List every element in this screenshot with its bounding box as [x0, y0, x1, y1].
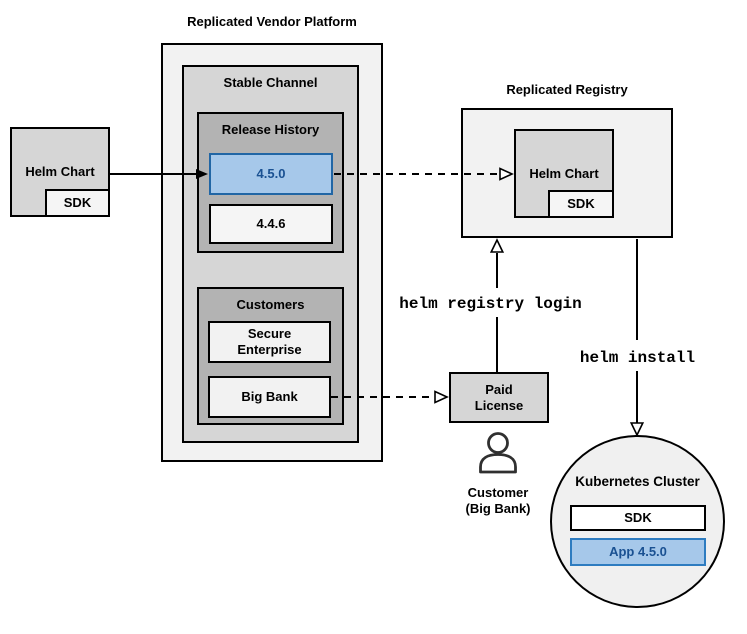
- cluster-sdk-label: SDK: [624, 510, 652, 525]
- person-icon: [479, 432, 517, 474]
- release-4-4-6-label: 4.4.6: [256, 216, 286, 231]
- registry-sdk-badge: SDK: [548, 190, 614, 218]
- customer-caption-line2: (Big Bank): [465, 501, 531, 516]
- customer-secure-enterprise-label: Secure Enterprise: [237, 326, 302, 357]
- helm-chart-label: Helm Chart: [25, 164, 95, 179]
- registry-helm-chart-label: Helm Chart: [529, 165, 599, 181]
- release-4-4-6-box: 4.4.6: [209, 204, 333, 244]
- cluster-title: Kubernetes Cluster: [575, 474, 700, 489]
- stable-channel-label: Stable Channel: [223, 75, 318, 90]
- customer-secure-enterprise-box: Secure Enterprise: [208, 321, 331, 363]
- customer-caption: Customer (Big Bank): [446, 485, 550, 517]
- vendor-platform-title: Replicated Vendor Platform: [187, 14, 357, 29]
- customer-big-bank-box: Big Bank: [208, 376, 331, 418]
- registry-sdk-label: SDK: [567, 196, 595, 211]
- release-4-5-0-box: 4.5.0: [209, 153, 333, 195]
- sdk-badge: SDK: [45, 189, 110, 217]
- helm-registry-login-label: helm registry login: [399, 295, 582, 313]
- paid-license-label: Paid License: [474, 381, 524, 413]
- sdk-badge-label: SDK: [63, 195, 92, 210]
- cluster-app-label: App 4.5.0: [609, 544, 667, 559]
- arrow-registry-to-cluster: [629, 239, 645, 437]
- cluster-sdk-box: SDK: [570, 505, 706, 531]
- release-4-5-0-label: 4.5.0: [256, 166, 286, 181]
- customer-caption-line1: Customer: [467, 485, 529, 500]
- customers-label: Customers: [236, 297, 305, 312]
- paid-license-box: Paid License: [449, 372, 549, 423]
- customer-big-bank-label: Big Bank: [241, 389, 298, 404]
- helm-install-label: helm install: [579, 349, 696, 367]
- registry-title: Replicated Registry: [506, 82, 628, 97]
- release-history-label: Release History: [221, 122, 320, 137]
- cluster-app-box: App 4.5.0: [570, 538, 706, 566]
